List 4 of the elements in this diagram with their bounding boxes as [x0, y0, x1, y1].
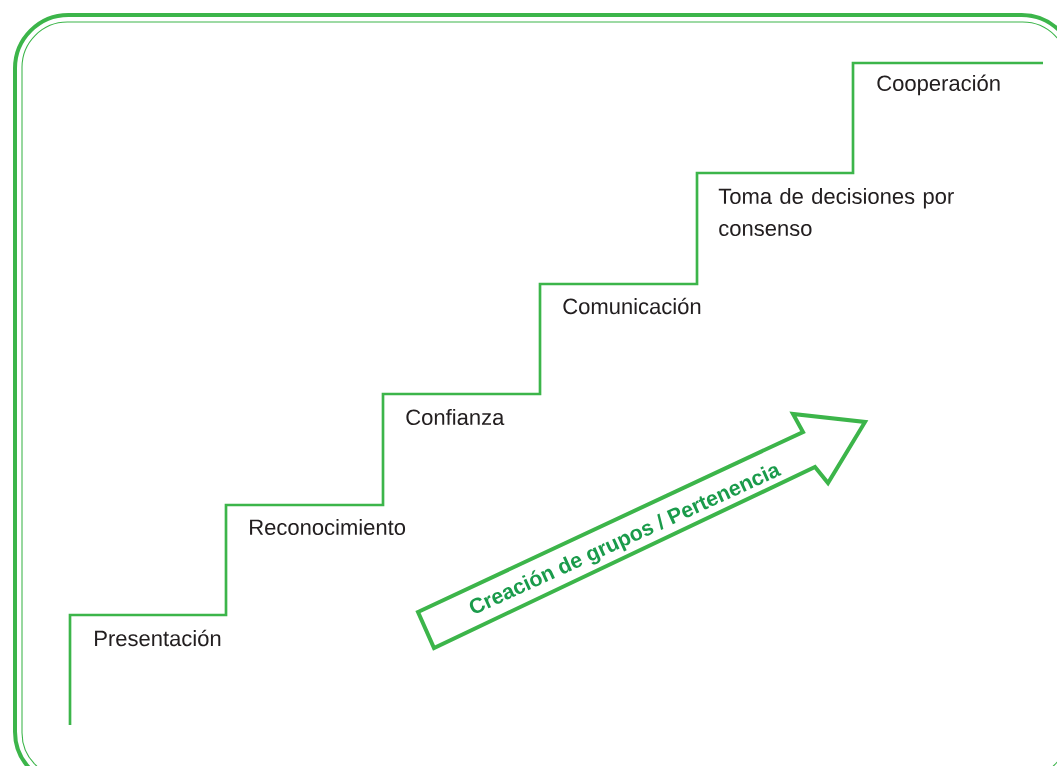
step-label: Cooperación: [877, 74, 1000, 96]
step-label: Toma de decisiones por consenso: [718, 187, 954, 237]
step-label: Comunicación: [563, 297, 701, 315]
step-label: Presentación: [95, 629, 221, 647]
